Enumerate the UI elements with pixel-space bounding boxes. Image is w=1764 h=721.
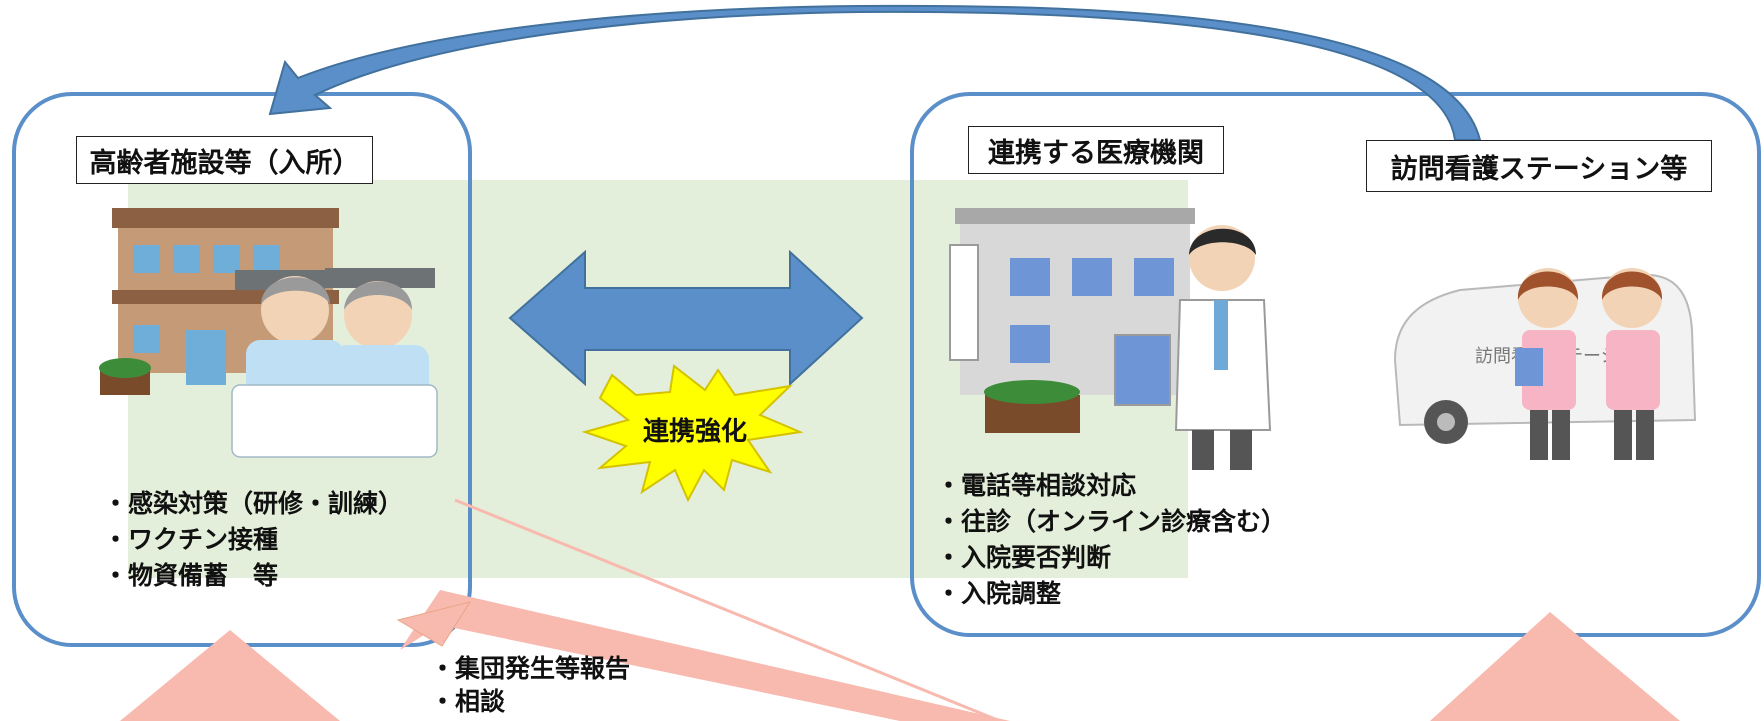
report-items: ・集団発生等報告 ・相談 (430, 652, 630, 718)
facility-item: ・物資備蓄 等 (103, 561, 279, 590)
nursing-label: 訪問看護ステーション等 (1366, 140, 1712, 192)
facility-items: ・感染対策（研修・訓練） ・ワクチン接種 ・物資備蓄 等 (103, 486, 403, 594)
facility-building-illustration (99, 208, 438, 458)
burst-shape (581, 364, 804, 503)
hospital-illustration (949, 208, 1272, 470)
medical-label: 連携する医療機関 (968, 126, 1224, 174)
facility-item: ・感染対策（研修・訓練） (103, 489, 404, 518)
report-arrow-head (396, 601, 472, 647)
pink-arrow-right (1430, 612, 1680, 721)
medical-item: ・電話等相談対応 (936, 471, 1137, 500)
medical-item: ・往診（オンライン診療含む） (936, 507, 1287, 536)
report-item: ・集団発生等報告 (430, 654, 631, 683)
facility-label: 高齢者施設等（入所） (76, 136, 373, 184)
pink-arrow-left (120, 630, 340, 721)
curved-arrow (268, 4, 1482, 141)
facility-item: ・ワクチン接種 (103, 525, 279, 554)
report-item: ・相談 (430, 687, 506, 716)
visiting-nurse-illustration: 訪問看護ステーシ (1393, 268, 1697, 460)
thin-diagonal-line (454, 498, 1001, 721)
double-arrow (508, 249, 864, 387)
burst-label: 連携強化 (643, 416, 747, 447)
medical-item: ・入院要否判断 (936, 543, 1112, 572)
medical-items: ・電話等相談対応 ・往診（オンライン診療含む） ・入院要否判断 ・入院調整 (936, 468, 1286, 612)
pink-diagonal-arrow (400, 590, 1010, 721)
medical-item: ・入院調整 (936, 579, 1062, 608)
medical-group-box (910, 92, 1761, 637)
